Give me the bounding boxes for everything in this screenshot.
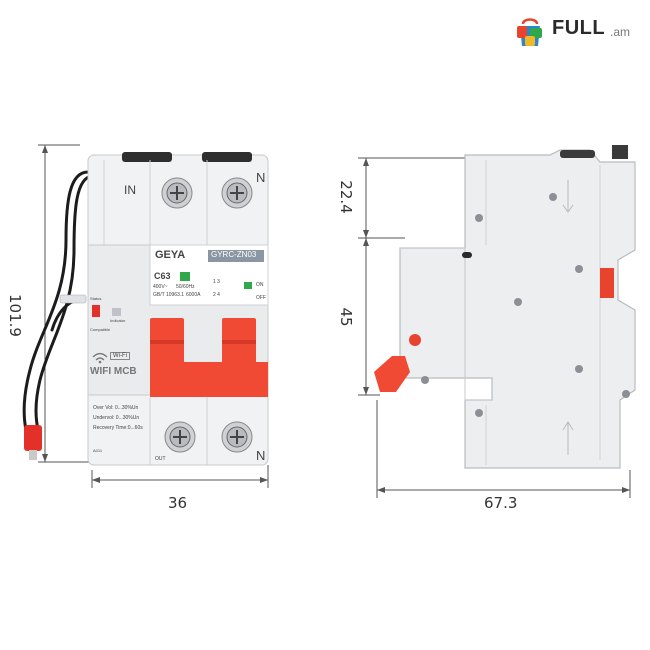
n-label-bottom: N <box>256 448 266 463</box>
status-led-green <box>180 272 190 281</box>
site-logo[interactable]: FULL .am <box>512 12 647 52</box>
side-red-indicator <box>600 268 614 298</box>
top-terminal-screws <box>161 177 253 209</box>
red-base-plate <box>150 362 268 397</box>
indicator-label: Indicator <box>110 318 126 323</box>
shopping-bag-icon <box>517 18 542 46</box>
logo-wordmark: FULL <box>552 17 606 39</box>
section-dimension-lines <box>358 157 475 396</box>
wifi-icon <box>92 352 108 361</box>
spec-voltage: 400V~ <box>153 284 168 290</box>
width-dimension-line <box>91 465 269 488</box>
switch-terminal-bottom: 2 4 <box>213 292 220 298</box>
side-switch-handle <box>374 356 410 392</box>
on-label: ON <box>256 282 264 288</box>
off-label: OFF <box>256 295 266 301</box>
compatible-label: Compatible <box>90 327 111 332</box>
switch-terminal-top: 1 3 <box>213 279 220 285</box>
spec-capacity: 6000A <box>186 292 201 298</box>
out-label: OUT <box>155 456 166 462</box>
rating-label: C63 <box>154 271 171 281</box>
depth-dimension-line <box>376 400 631 498</box>
width-dimension-label: 36 <box>168 494 188 512</box>
height-dimension-label: 101.9 <box>6 294 24 337</box>
product-name: WIFI MCB <box>90 366 137 377</box>
status-led-red <box>92 305 100 317</box>
side-red-dot <box>409 334 421 346</box>
height-dimension-line <box>38 144 90 463</box>
device-code: A011 <box>93 448 103 453</box>
side-screws <box>421 193 630 417</box>
spec-standard: GB/T 10963.1 <box>153 292 185 298</box>
middle-section-dimension-label: 45 <box>337 307 355 327</box>
wire-ferrule <box>24 425 42 451</box>
n-label-top: N <box>256 170 266 185</box>
model-label: GYRC-ZN03 <box>211 250 257 259</box>
overvoltage-spec: Over Vol: 0...30%Un <box>93 405 139 411</box>
undervoltage-spec: Undervol: 0...30%Un <box>93 415 140 421</box>
recovery-spec: Recovery Time:0...60s <box>93 425 143 431</box>
depth-dimension-label: 67.3 <box>484 494 518 512</box>
logo-domain: .am <box>610 25 631 39</box>
side-view-drawing <box>358 145 636 498</box>
in-label: IN <box>124 183 136 197</box>
bottom-terminal-screws <box>164 421 253 453</box>
front-view-drawing <box>22 144 269 488</box>
status-label: Status <box>90 296 102 301</box>
cable-tie <box>59 294 87 304</box>
top-section-dimension-label: 22.4 <box>337 180 355 214</box>
spec-frequency: 50/60Hz <box>176 284 195 290</box>
wifi-badge: Wi-Fi <box>110 352 130 360</box>
brand-label: GEYA <box>155 249 186 261</box>
